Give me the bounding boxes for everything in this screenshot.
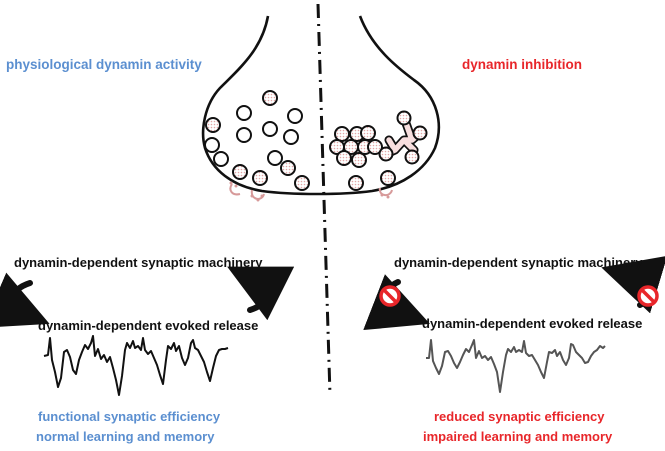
right-heading: dynamin inhibition [462, 57, 582, 72]
left-heading: physiological dynamin activity [6, 57, 202, 72]
synaptic-vesicle-icon [287, 108, 303, 124]
right-outcome-efficiency: reduced synaptic efficiency [434, 409, 605, 424]
synaptic-vesicle-icon [334, 126, 350, 142]
prohibition-icon [637, 285, 659, 307]
synaptic-vesicle-icon [205, 117, 221, 133]
synaptic-vesicle-icon [283, 129, 299, 145]
synaptic-vesicle-icon [380, 170, 396, 186]
synaptic-vesicle-icon [267, 150, 283, 166]
synaptic-vesicle-icon [280, 160, 296, 176]
synaptic-vesicle-icon [252, 170, 268, 186]
synaptic-vesicle-icon [204, 137, 220, 153]
right-machinery-label: dynamin-dependent synaptic machinery [394, 255, 643, 270]
divider-line [316, 3, 332, 396]
synaptic-vesicle-icon [348, 175, 364, 191]
synaptic-vesicle-icon [232, 164, 248, 180]
prohibition-icon [379, 285, 401, 307]
synaptic-vesicle-icon [360, 125, 376, 141]
curved-arrow-icon [227, 266, 295, 321]
evoked-release-trace-right [426, 339, 606, 393]
synaptic-vesicle-icon [262, 90, 278, 106]
synaptic-vesicle-icon [262, 121, 278, 137]
right-outcome-learning: impaired learning and memory [423, 429, 613, 444]
synaptic-vesicle-icon [336, 150, 352, 166]
synaptic-vesicle-icon [367, 139, 383, 155]
left-vesicle-cluster [204, 90, 310, 191]
synaptic-vesicle-icon [213, 151, 229, 167]
curved-arrow-icon [0, 272, 50, 328]
left-outcome-learning: normal learning and memory [36, 429, 215, 444]
right-release-sites [378, 187, 393, 199]
synaptic-vesicle-icon [351, 152, 367, 168]
left-release-sites [229, 181, 265, 202]
left-release-label: dynamin-dependent evoked release [38, 318, 259, 333]
synaptic-vesicle-icon [294, 175, 310, 191]
left-machinery-label: dynamin-dependent synaptic machinery [14, 255, 263, 270]
synaptic-vesicle-icon [236, 105, 252, 121]
synaptic-vesicle-icon [236, 127, 252, 143]
left-outcome-efficiency: functional synaptic efficiency [38, 409, 221, 424]
presynaptic-terminal-outline [201, 15, 441, 196]
evoked-release-trace-left [43, 335, 229, 396]
right-release-label: dynamin-dependent evoked release [422, 316, 643, 331]
right-vesicle-cluster [329, 110, 428, 191]
